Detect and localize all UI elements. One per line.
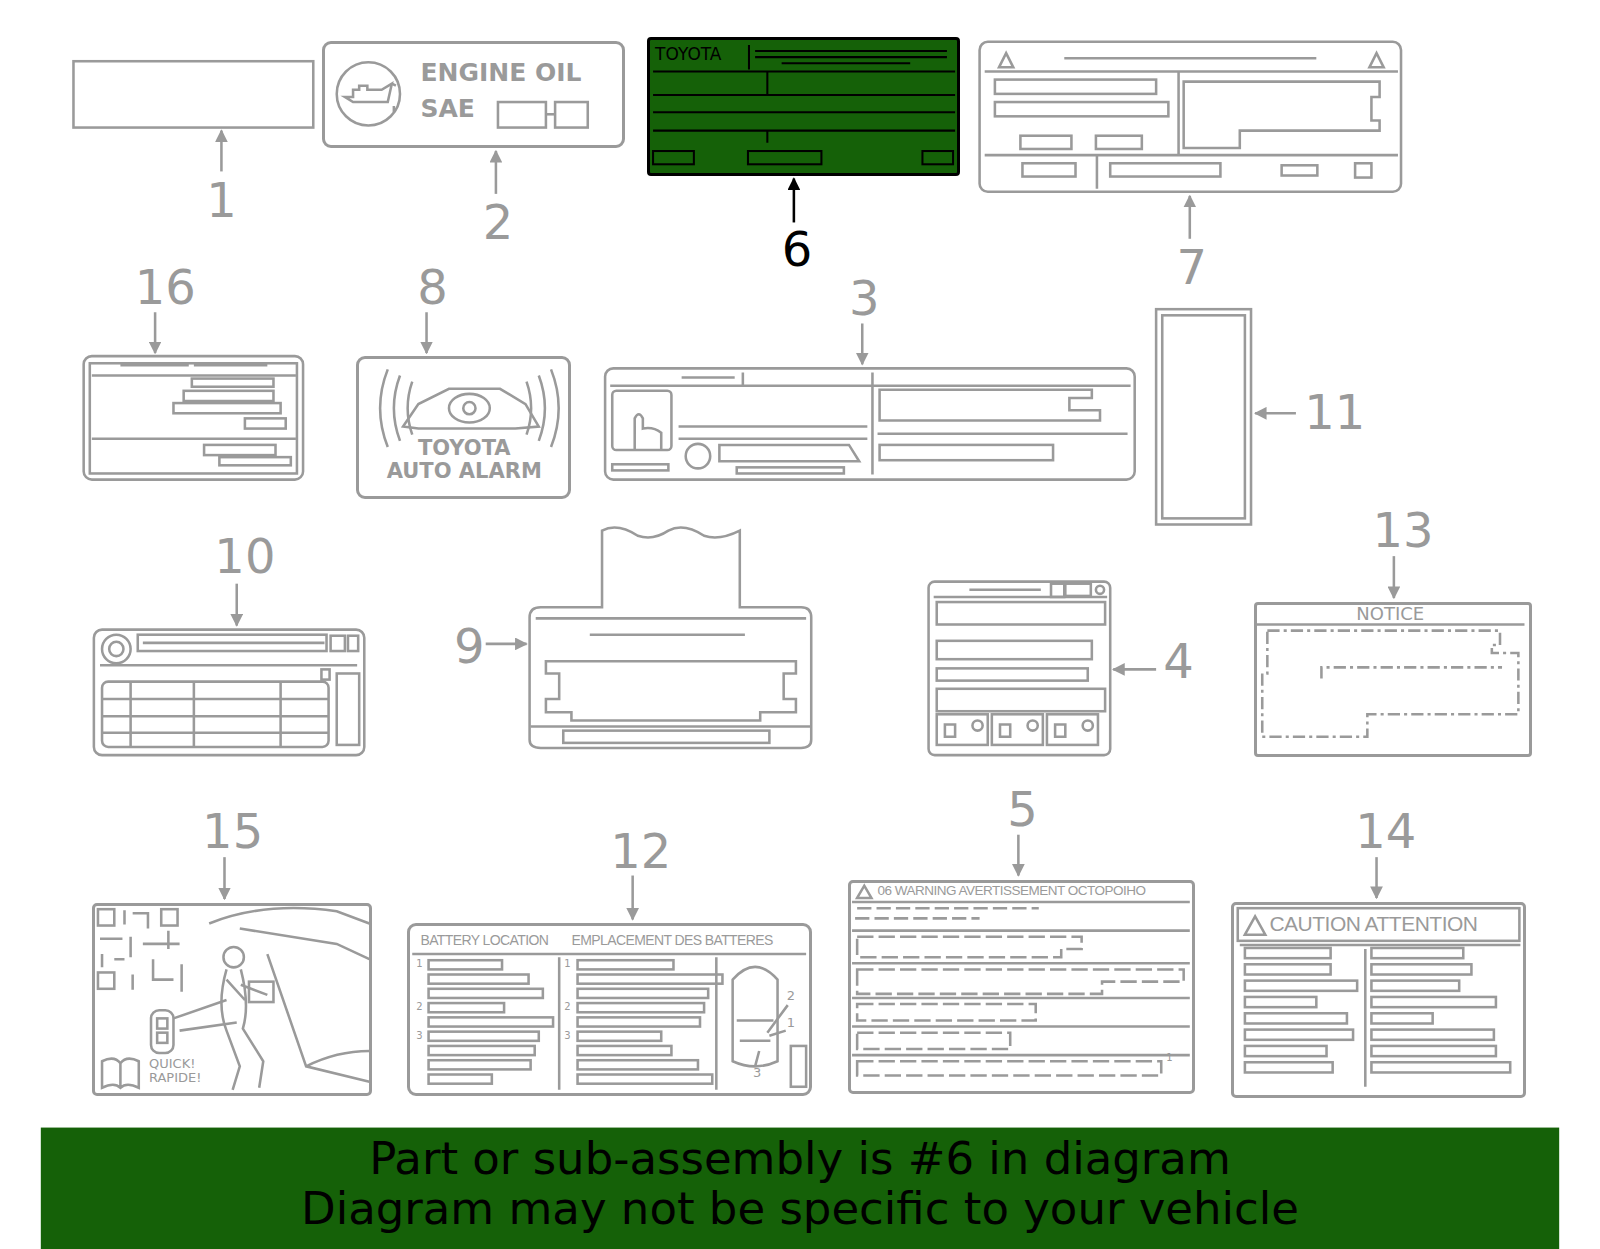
label-sticker: QUICK! RAPIDE! xyxy=(92,903,373,1096)
label-text: 3 xyxy=(416,1030,422,1041)
label-sticker: 06 WARNING AVERTISSEMENT OCTOPOIHO 1 xyxy=(848,880,1195,1094)
label-text: 1 xyxy=(564,958,570,969)
callout-number: 4 xyxy=(1163,637,1194,685)
callout-number: 8 xyxy=(417,263,448,311)
label-text: 06 WARNING AVERTISSEMENT OCTOPOIHO xyxy=(878,884,1146,899)
callout-number: 16 xyxy=(135,263,196,311)
callout-number: 10 xyxy=(214,532,275,580)
callout-number: 12 xyxy=(610,827,671,875)
callout-number: 3 xyxy=(849,274,880,322)
label-text: 1 xyxy=(416,958,422,969)
callout-number: 14 xyxy=(1355,807,1416,855)
label-text: CAUTION ATTENTION xyxy=(1269,912,1477,935)
label-sticker: TOYOTA AUTO ALARM xyxy=(356,356,571,499)
highlighted-label xyxy=(649,39,958,174)
callout-number: 13 xyxy=(1373,506,1434,554)
caption-text: Part or sub-assembly is #6 in diagram Di… xyxy=(60,1134,1540,1233)
leader-arrow xyxy=(793,179,796,223)
callout-number: 9 xyxy=(454,622,485,670)
label-text: 2 xyxy=(416,1001,422,1012)
label-text: SAE xyxy=(420,95,474,123)
callout-number: 15 xyxy=(202,807,263,855)
callout-number: 6 xyxy=(782,225,813,273)
callout-number: 1 xyxy=(206,176,237,224)
label-text: 2 xyxy=(564,1001,570,1012)
callout-number: 7 xyxy=(1177,243,1208,291)
caption-banner xyxy=(41,1128,1559,1249)
callout-number: 11 xyxy=(1304,388,1365,436)
label-text: BATTERY LOCATION xyxy=(420,933,548,948)
label-sticker: NOTICE xyxy=(1254,602,1531,757)
label-sticker: CAUTION ATTENTION xyxy=(1231,902,1526,1098)
label-outlines xyxy=(73,42,1524,1090)
leader-arrows xyxy=(155,131,1394,920)
label-text: NOTICE xyxy=(1254,604,1526,624)
label-sticker: ENGINE OIL SAE xyxy=(322,41,625,148)
label-6-lines xyxy=(653,45,955,164)
label-text: 3 xyxy=(564,1030,570,1041)
label-text: EMPLACEMENT DES BATTERES xyxy=(571,933,772,948)
label-sticker: TOYOTA xyxy=(647,37,960,176)
label-text: QUICK! RAPIDE! xyxy=(149,1057,216,1084)
label-text: ENGINE OIL xyxy=(420,59,581,87)
label-text: 1 xyxy=(1166,1052,1172,1063)
label-text: 3 xyxy=(753,1066,761,1080)
callout-number: 2 xyxy=(483,198,514,246)
label-text: TOYOTA AUTO ALARM xyxy=(362,437,566,483)
callout-number: 5 xyxy=(1007,785,1038,833)
label-text: 1 xyxy=(787,1016,795,1030)
label-sticker: BATTERY LOCATION EMPLACEMENT DES BATTERES… xyxy=(407,923,812,1095)
label-text: TOYOTA xyxy=(655,45,721,64)
label-text: 2 xyxy=(787,989,795,1003)
